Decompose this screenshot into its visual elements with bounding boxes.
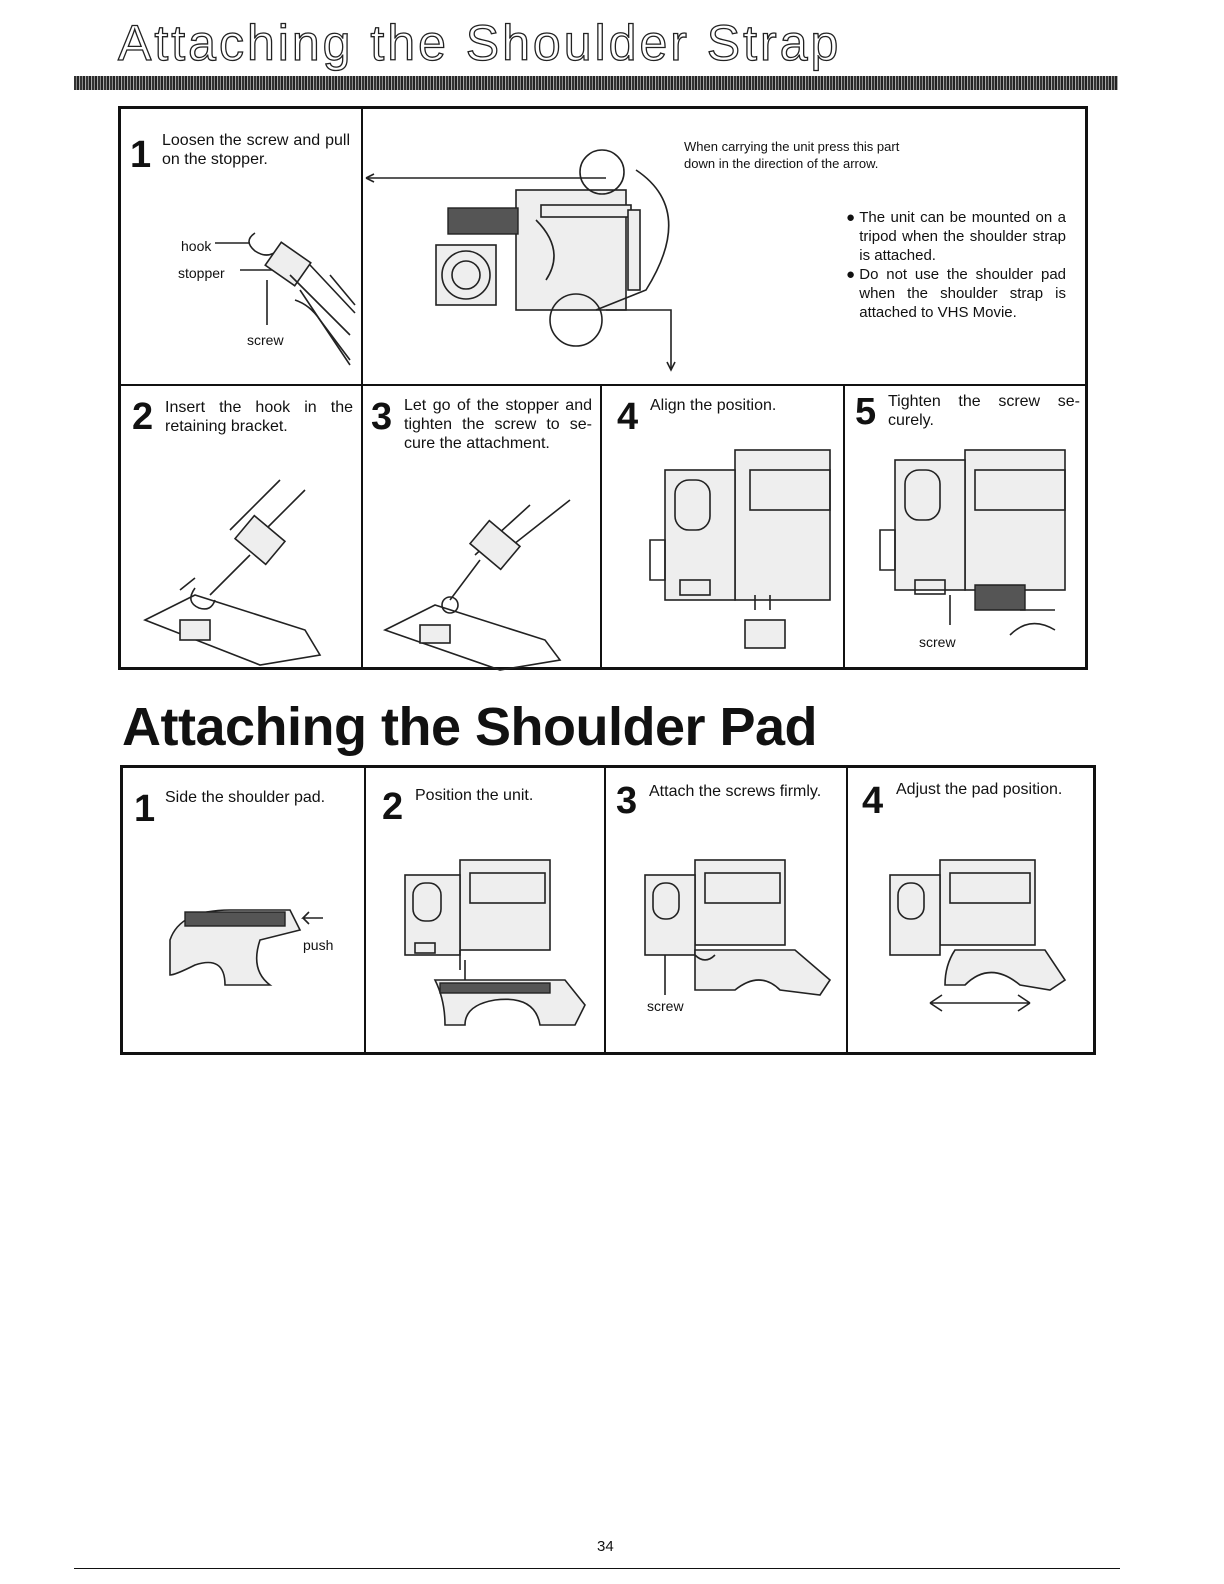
hook-stopper-illustration	[210, 205, 360, 375]
step-number: 2	[382, 788, 403, 826]
divider	[361, 108, 363, 668]
note-tripod: ● The unit can be mounted on a tripod wh…	[846, 208, 1066, 322]
divider	[600, 386, 602, 668]
camcorder-strap-illustration	[366, 150, 686, 380]
section-title-shoulder-pad: Attaching the Shoulder Pad	[122, 696, 817, 758]
step-number: 2	[132, 398, 153, 436]
divider	[604, 767, 606, 1053]
page-number: 34	[597, 1538, 614, 1555]
step-text: Adjust the pad position.	[896, 780, 1086, 799]
divider	[843, 386, 845, 668]
note-text: The unit can be mounted on a tripod when…	[859, 208, 1066, 265]
step-text: Attach the screws firmly.	[649, 782, 839, 801]
tighten-screw-illustration	[880, 440, 1075, 655]
step-text: Insert the hook in the retaining bracket…	[165, 398, 353, 436]
step-number: 3	[616, 782, 637, 820]
stopper-release-illustration	[380, 490, 595, 660]
align-position-illustration	[650, 440, 840, 660]
step-text: Side the shoulder pad.	[165, 788, 355, 807]
step-number: 3	[371, 398, 392, 436]
step-number: 1	[130, 136, 151, 174]
hook-insert-illustration	[140, 470, 355, 660]
step-text: Tighten the screw se-curely.	[888, 392, 1080, 430]
divider	[364, 767, 366, 1053]
header-rule	[74, 76, 1118, 90]
attach-screws-illustration	[635, 855, 840, 1005]
step-text: Let go of the stopper and tighten the sc…	[404, 396, 592, 453]
adjust-pad-illustration	[880, 855, 1080, 1025]
step-text: Loosen the screw and pull on the stopper…	[162, 131, 350, 169]
bullet-icon: ●	[846, 265, 859, 322]
shoulder-pad-illustration	[165, 900, 345, 980]
section-title-shoulder-strap: Attaching the Shoulder Strap	[118, 14, 841, 72]
footer-rule	[74, 1568, 1120, 1569]
divider	[846, 767, 848, 1053]
divider	[120, 384, 1086, 386]
carry-callout: When carrying the unit press this part d…	[684, 138, 904, 172]
note-text: Do not use the shoulder pad when the sho…	[859, 265, 1066, 322]
label-hook: hook	[181, 238, 211, 254]
step-text: Align the position.	[650, 396, 838, 415]
step-number: 1	[134, 790, 155, 828]
step-number: 4	[862, 782, 883, 820]
position-unit-illustration	[395, 855, 595, 1035]
step-number: 4	[617, 398, 638, 436]
step-number: 5	[855, 393, 876, 431]
step-text: Position the unit.	[415, 786, 595, 805]
bullet-icon: ●	[846, 208, 859, 265]
